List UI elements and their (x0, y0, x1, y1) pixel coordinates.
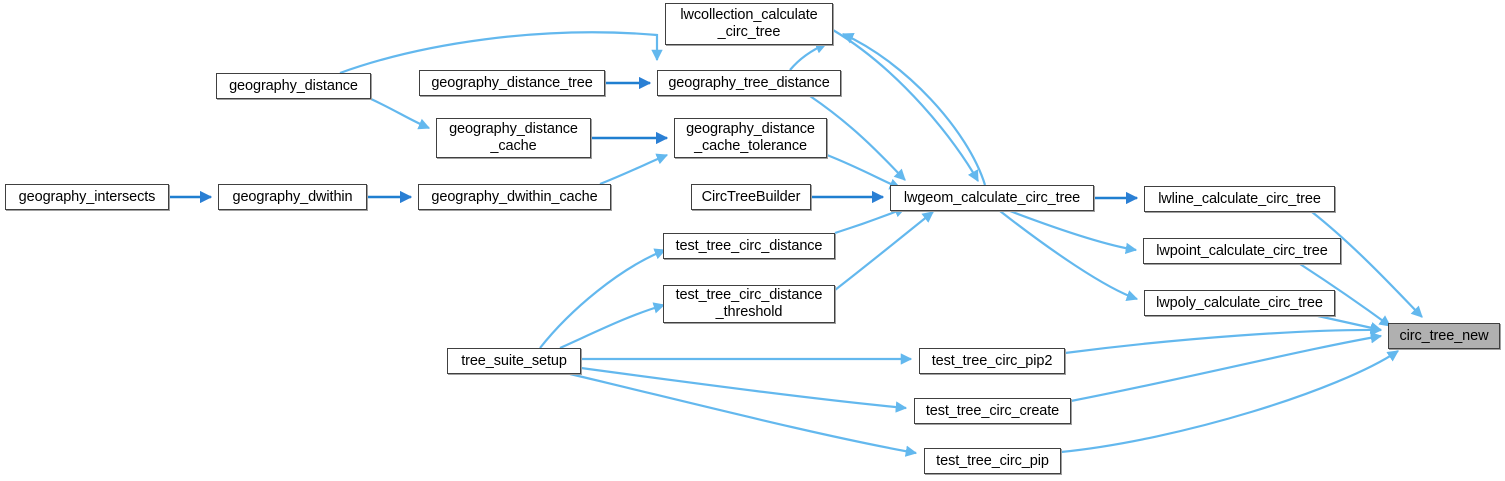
node-test_tree_circ_distance_threshold[interactable]: test_tree_circ_distance _threshold (663, 285, 835, 323)
edge-geography_distance-to-geography_tree_distance (339, 31, 663, 75)
edge-lwcollection_calculate_circ_tree-to-lwgeom_calculate_circ_tree (832, 29, 979, 182)
node-tree_suite_setup[interactable]: tree_suite_setup (447, 348, 581, 374)
edge-geography_distance-to-geography_distance_cache (370, 98, 431, 130)
node-label: CircTreeBuilder (701, 188, 801, 205)
node-lwgeom_calculate_circ_tree[interactable]: lwgeom_calculate_circ_tree (890, 185, 1094, 211)
node-geography_distance_cache[interactable]: geography_distance _cache (436, 118, 591, 158)
node-label: geography_dwithin (232, 188, 353, 205)
node-test_tree_circ_create[interactable]: test_tree_circ_create (914, 398, 1071, 424)
edge-lwgeom_calculate_circ_tree-to-lwpoint_calculate_circ_tree (1009, 209, 1138, 255)
node-label: lwpoly_calculate_circ_tree (1156, 294, 1323, 311)
node-label: geography_distance _cache_tolerance (686, 121, 815, 154)
edge-lwgeom_calculate_circ_tree-to-lwpoly_calculate_circ_tree (999, 210, 1139, 302)
node-test_tree_circ_pip[interactable]: test_tree_circ_pip (924, 448, 1061, 474)
node-geography_dwithin[interactable]: geography_dwithin (218, 184, 367, 210)
edge-tree_suite_setup-to-test_tree_circ_pip (569, 372, 918, 457)
node-label: geography_tree_distance (668, 74, 830, 91)
node-label: geography_distance _cache (449, 121, 578, 154)
node-lwline_calculate_circ_tree[interactable]: lwline_calculate_circ_tree (1144, 186, 1335, 212)
edge-test_tree_circ_pip2-to-circ_tree_new (1064, 324, 1383, 355)
node-label: circ_tree_new (1399, 327, 1489, 344)
node-geography_distance_tree[interactable]: geography_distance_tree (419, 70, 605, 96)
node-label: geography_dwithin_cache (431, 188, 598, 205)
edge-lwgeom_calculate_circ_tree-to-lwcollection_calculate_circ_tree (841, 32, 987, 186)
edge-geography_tree_distance-to-lwcollection_calculate_circ_tree (789, 42, 828, 71)
node-lwpoly_calculate_circ_tree[interactable]: lwpoly_calculate_circ_tree (1144, 290, 1335, 316)
node-label: lwpoint_calculate_circ_tree (1156, 242, 1328, 259)
node-label: lwline_calculate_circ_tree (1158, 190, 1321, 207)
node-label: geography_distance_tree (431, 74, 593, 91)
node-geography_intersects[interactable]: geography_intersects (5, 184, 169, 210)
edge-test_tree_circ_distance-to-lwgeom_calculate_circ_tree (834, 206, 907, 235)
node-CircTreeBuilder[interactable]: CircTreeBuilder (691, 184, 811, 210)
edge-geography_distance_cache_tolerance-to-lwgeom_calculate_circ_tree (826, 153, 902, 190)
edge-test_tree_circ_distance_threshold-to-lwgeom_calculate_circ_tree (834, 211, 934, 291)
node-circ_tree_new[interactable]: circ_tree_new (1388, 323, 1500, 349)
node-label: test_tree_circ_pip2 (931, 352, 1053, 369)
node-label: test_tree_circ_pip (936, 452, 1049, 469)
edge-lwpoly_calculate_circ_tree-to-circ_tree_new (1317, 314, 1383, 334)
node-label: tree_suite_setup (461, 352, 567, 369)
node-label: geography_intersects (18, 188, 156, 205)
node-label: test_tree_circ_distance _threshold (675, 287, 823, 320)
node-geography_distance_cache_tolerance[interactable]: geography_distance _cache_tolerance (674, 118, 827, 158)
node-label: test_tree_circ_create (925, 402, 1060, 419)
node-label: lwgeom_calculate_circ_tree (903, 189, 1081, 206)
node-label: test_tree_circ_distance (675, 237, 823, 254)
edge-tree_suite_setup-to-test_tree_circ_distance (539, 248, 667, 349)
node-label: geography_distance (229, 77, 358, 94)
node-test_tree_circ_pip2[interactable]: test_tree_circ_pip2 (919, 348, 1065, 374)
node-lwcollection_calculate_circ_tree[interactable]: lwcollection_calculate _circ_tree (665, 3, 833, 45)
node-label: lwcollection_calculate _circ_tree (680, 7, 818, 40)
edge-geography_dwithin_cache-to-geography_distance_cache_tolerance (599, 153, 669, 186)
edge-test_tree_circ_create-to-circ_tree_new (1070, 332, 1383, 403)
edge-tree_suite_setup-to-test_tree_circ_distance_threshold (559, 302, 666, 350)
node-geography_dwithin_cache[interactable]: geography_dwithin_cache (418, 184, 611, 210)
edge-tree_suite_setup-to-test_tree_circ_create (580, 366, 908, 413)
node-geography_distance[interactable]: geography_distance (216, 73, 371, 99)
node-lwpoint_calculate_circ_tree[interactable]: lwpoint_calculate_circ_tree (1143, 238, 1341, 264)
edge-test_tree_circ_pip-to-circ_tree_new (1060, 350, 1399, 454)
node-geography_tree_distance[interactable]: geography_tree_distance (657, 70, 841, 96)
node-test_tree_circ_distance[interactable]: test_tree_circ_distance (663, 233, 835, 259)
